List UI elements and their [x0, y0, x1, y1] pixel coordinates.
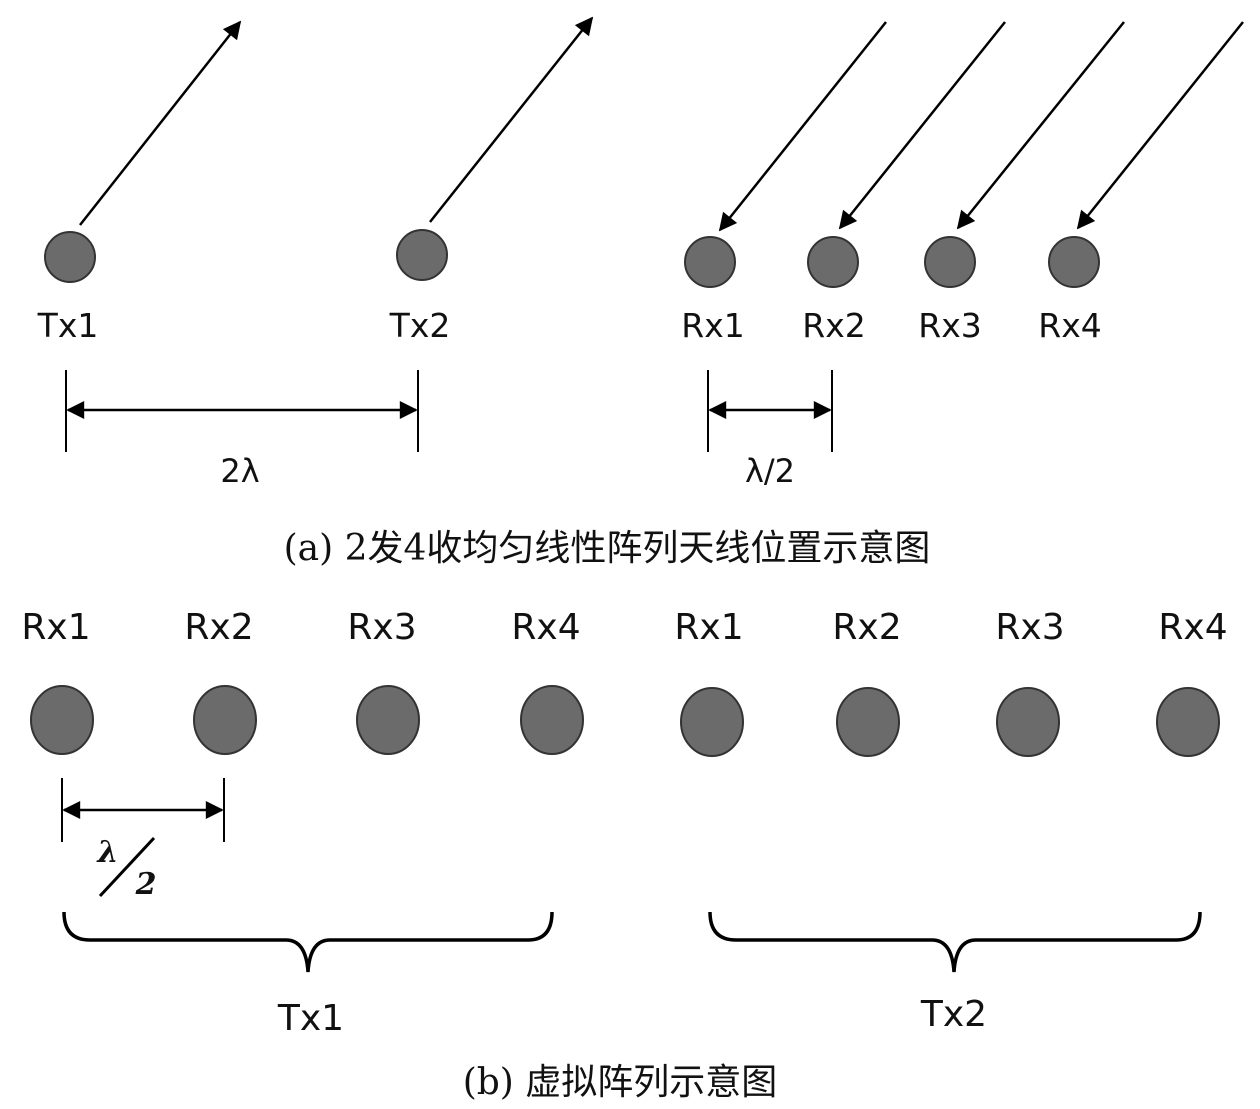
tx2-transmit-arrow [429, 16, 594, 223]
virtual-spacing-denominator: 2 [135, 867, 157, 902]
virtual-element-4 [520, 685, 584, 755]
tx-element-1 [44, 231, 96, 283]
group-label-tx2: Tx2 [920, 994, 987, 1035]
tx1-transmit-arrow [79, 20, 242, 226]
rx-label-1: Rx1 [681, 306, 744, 345]
rx1-receive-arrow [718, 21, 887, 232]
virtual-label-4: Rx4 [511, 607, 580, 648]
tx-label-1: Tx1 [37, 306, 99, 345]
tx1-group-brace [62, 911, 554, 973]
rx-label-3: Rx3 [918, 306, 981, 345]
virtual-element-5 [680, 687, 744, 757]
virtual-label-2: Rx2 [184, 607, 253, 648]
virtual-spacing-dimension: λ 2 [61, 778, 225, 902]
virtual-element-1 [30, 685, 94, 755]
virtual-spacing-numerator: λ [95, 835, 118, 870]
virtual-element-2 [193, 685, 257, 755]
rx-label-4: Rx4 [1038, 306, 1101, 345]
tx-spacing-dimension: 2λ [65, 370, 419, 490]
rx3-receive-arrow [956, 21, 1125, 230]
tx-label-2: Tx2 [389, 306, 451, 345]
caption-b: (b) 虚拟阵列示意图 [463, 1062, 778, 1103]
virtual-element-7 [996, 687, 1060, 757]
rx-element-1 [684, 236, 736, 288]
rx-spacing-dimension: λ/2 [707, 370, 833, 490]
part-a: Tx1 Tx2 Rx1 Rx2 Rx3 Rx4 2λ λ/2 [37, 16, 1244, 569]
virtual-label-3: Rx3 [347, 607, 416, 648]
rx-element-3 [924, 236, 976, 288]
virtual-label-5: Rx1 [674, 607, 743, 648]
rx-label-2: Rx2 [802, 306, 865, 345]
virtual-label-6: Rx2 [832, 607, 901, 648]
tx-element-2 [396, 229, 448, 281]
virtual-label-8: Rx4 [1158, 607, 1227, 648]
rx-element-4 [1048, 236, 1100, 288]
virtual-label-7: Rx3 [995, 607, 1064, 648]
virtual-label-1: Rx1 [21, 607, 90, 648]
virtual-element-8 [1156, 687, 1220, 757]
tx2-group-brace [708, 911, 1202, 973]
caption-a: (a) 2发4收均匀线性阵列天线位置示意图 [284, 528, 931, 569]
virtual-spacing-slash [98, 836, 156, 898]
rx-element-2 [807, 236, 859, 288]
rx4-receive-arrow [1076, 21, 1244, 230]
group-label-tx1: Tx1 [277, 998, 344, 1039]
virtual-element-3 [356, 685, 420, 755]
rx-spacing-label: λ/2 [745, 452, 795, 490]
tx-spacing-label: 2λ [220, 452, 259, 490]
rx2-receive-arrow [838, 21, 1006, 230]
part-b: Rx1 Rx2 Rx3 Rx4 Rx1 Rx2 Rx3 Rx4 λ 2 Tx1 [21, 607, 1227, 1103]
virtual-element-6 [836, 687, 900, 757]
